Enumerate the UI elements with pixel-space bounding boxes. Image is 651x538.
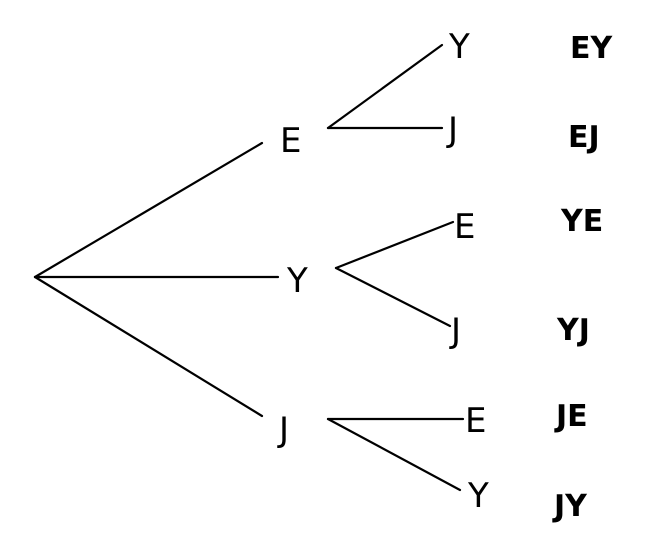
node-e-y: Y — [448, 27, 470, 67]
outcome-ye: YE — [560, 204, 603, 239]
node-y: Y — [286, 261, 308, 301]
outcome-je: JE — [554, 399, 588, 434]
node-e: E — [280, 121, 301, 161]
node-j-e: E — [465, 401, 486, 441]
node-j-y: Y — [467, 476, 489, 516]
outcome-jy: JY — [552, 489, 588, 524]
branch-y-to-e — [334, 220, 455, 270]
outcome-yj: YJ — [556, 313, 590, 348]
node-j: J — [277, 410, 289, 450]
outcome-ey: EY — [570, 31, 613, 66]
branch-root-to-e — [33, 141, 264, 279]
branch-e-to-y — [326, 43, 444, 130]
node-y-j: J — [449, 311, 461, 351]
branch-root-to-j — [33, 275, 264, 418]
branch-y-to-j — [334, 266, 452, 328]
outcome-ej: EJ — [568, 120, 600, 155]
branch-j-to-y — [326, 417, 462, 492]
node-e-j: J — [446, 110, 458, 150]
node-y-e: E — [454, 207, 475, 247]
